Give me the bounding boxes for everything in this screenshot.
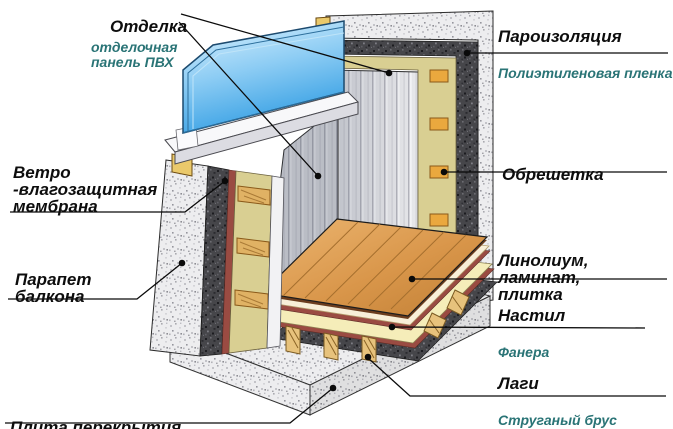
callout-dot-otdelka-2 [314, 172, 322, 180]
callout-line-nastil [391, 326, 646, 329]
label-nastil: Настил Фанера [498, 289, 565, 378]
callout-lines [5, 13, 668, 424]
callout-dot-plita [329, 384, 337, 392]
callout-dot-vetro [221, 177, 229, 185]
callout-line-vetro [10, 180, 226, 213]
label-otdelka-subtitle: отделочная панель ПВХ [91, 39, 178, 70]
callout-dot-lagi [364, 353, 372, 361]
label-vetro-membrana-title: Ветро -влагозащитная мембрана [13, 163, 158, 216]
label-plita: Плита перекрытия [10, 401, 181, 429]
callout-dot-nastil [388, 323, 396, 331]
callout-dot-linoleum [408, 275, 416, 283]
callout-dot-paroizolyatsiya [463, 49, 471, 57]
label-plita-title: Плита перекрытия [10, 418, 182, 429]
callout-line-parapet [8, 262, 183, 300]
label-otdelka: Отделка [110, 0, 187, 53]
label-lagi-title: Лаги [498, 374, 539, 393]
label-obreshetka-title: Обрешетка [502, 165, 604, 184]
label-otdelka-sub: отделочная панель ПВХ [91, 22, 177, 88]
parapet-section [149, 153, 285, 357]
callout-line-plita [5, 387, 334, 424]
window-sill [164, 91, 359, 165]
callout-line-otdelka-2 [178, 21, 319, 177]
label-lagi: Лаги Струганый брус [498, 357, 617, 429]
label-vetro-membrana: Ветро -влагозащитная мембрана [13, 146, 157, 233]
label-paroizolyatsiya-subtitle: Полиэтиленовая пленка [498, 65, 673, 81]
label-paroizolyatsiya-title: Пароизоляция [498, 27, 622, 46]
label-nastil-title: Настил [498, 306, 566, 325]
wall-batten-icons [429, 69, 449, 227]
label-nastil-subtitle: Фанера [498, 344, 550, 360]
callout-dot-otdelka-1 [385, 69, 393, 77]
label-linoleum: Линолиум, ламинат, плитка [498, 234, 673, 321]
floor-laminate [260, 218, 489, 319]
label-otdelka-title: Отделка [110, 17, 188, 36]
label-lagi-subtitle: Струганый брус [498, 412, 617, 428]
callout-dot-obreshetka [440, 168, 448, 176]
floor-layers [168, 218, 498, 416]
callout-dot-parapet [178, 259, 186, 267]
label-linoleum-title: Линолиум, ламинат, плитка [498, 251, 589, 304]
label-parapet: Парапет балкона [15, 253, 91, 323]
callout-dots [178, 49, 471, 392]
label-paroizolyatsiya: Пароизоляция Полиэтиленовая пленка [498, 10, 673, 99]
label-parapet-title: Парапет балкона [15, 270, 92, 306]
callout-line-otdelka-1 [180, 13, 390, 74]
callout-line-lagi [367, 357, 666, 397]
label-obreshetka: Обрешетка [502, 148, 604, 201]
